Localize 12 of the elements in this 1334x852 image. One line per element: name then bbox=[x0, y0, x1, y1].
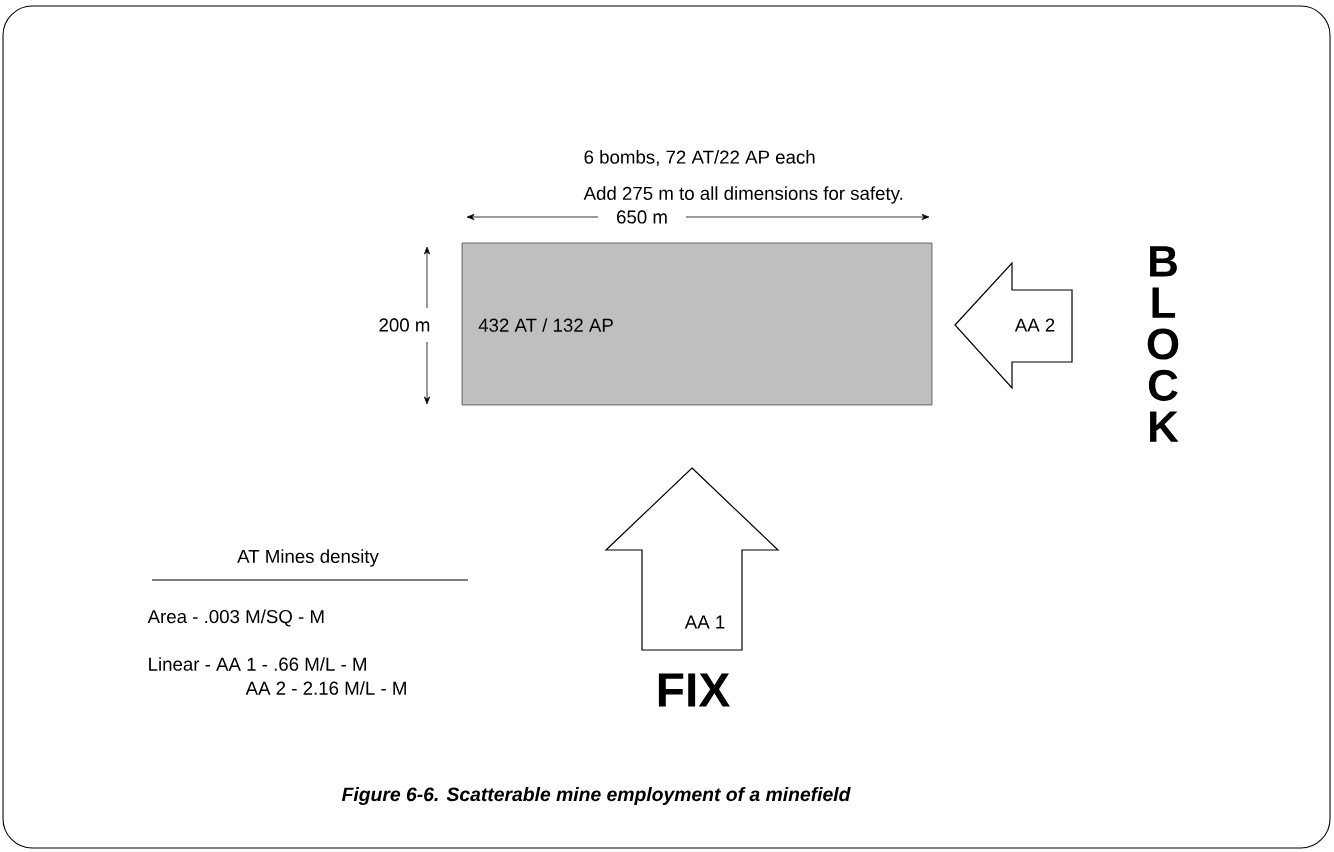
table-text: Linear - AA 1 - .66 M/L - M bbox=[149, 657, 366, 671]
side-label: BLOCK bbox=[1147, 246, 1179, 442]
note-text: Add 275 m to all dimensions for safety. bbox=[583, 186, 903, 204]
side-label: FIX bbox=[658, 673, 730, 707]
table-text: AA 2 - 2.16 M/L - M bbox=[245, 681, 406, 695]
table-heading: AT Mines density bbox=[237, 549, 379, 567]
note-text: 6 bombs, 72 AT/22 AP each bbox=[584, 150, 815, 166]
dimension-label: 650 m bbox=[617, 210, 667, 224]
dimension-label: 200 m bbox=[379, 318, 430, 332]
caption: Figure 6-6. Scatterable mine employment of a minefield bbox=[341, 787, 851, 805]
table-text: Area - .003 M/SQ - M bbox=[147, 609, 324, 627]
minefield-box: 432 AT / 132 AP bbox=[461, 242, 933, 406]
